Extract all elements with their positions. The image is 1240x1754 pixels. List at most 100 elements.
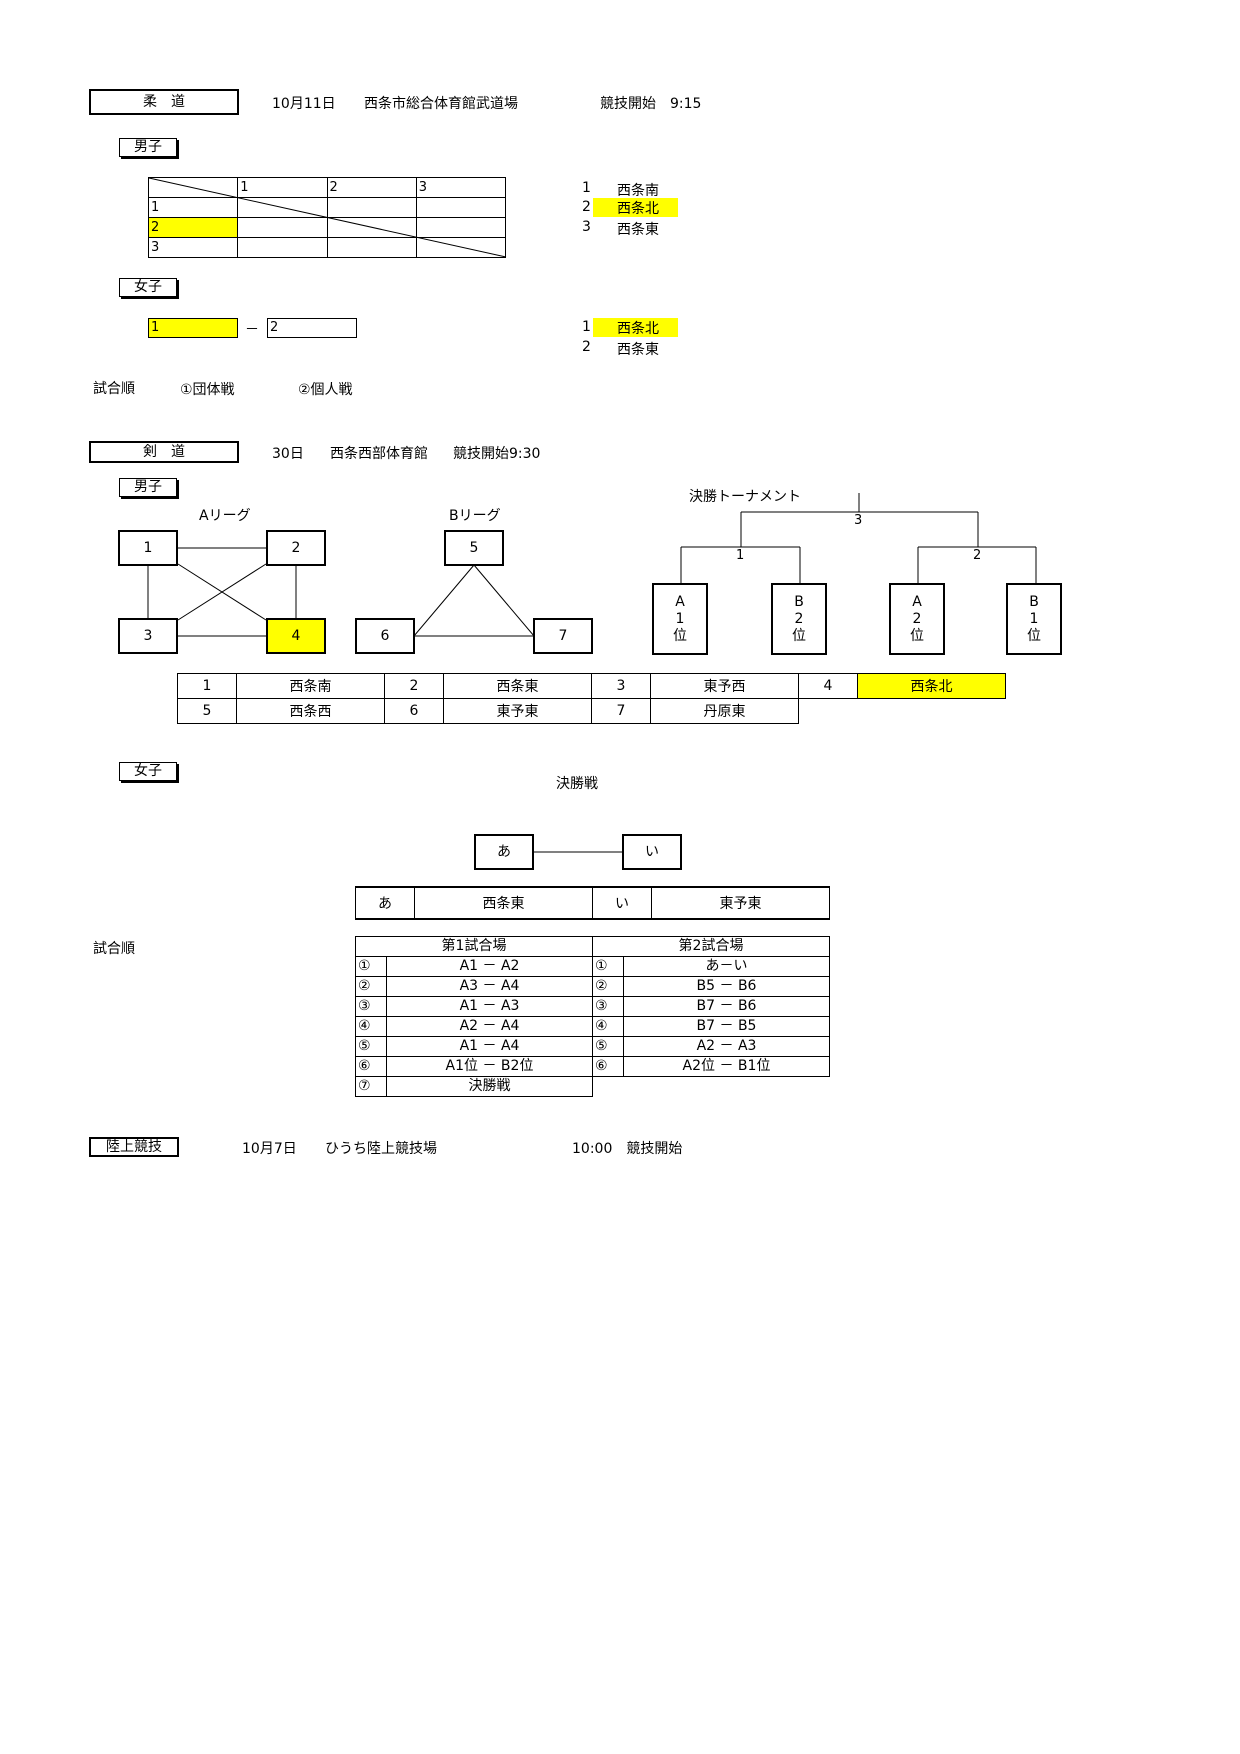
grid-cell bbox=[326, 237, 417, 258]
grid-row-header: 2 bbox=[147, 217, 239, 238]
judo-boys-grid: 1 2 3 1 2 3 bbox=[147, 177, 507, 258]
node-label: 2 bbox=[291, 540, 301, 556]
kendo-title-text: 剣 道 bbox=[143, 444, 185, 460]
judo-boys-team-no: 3 bbox=[582, 219, 591, 235]
grid-cell bbox=[237, 197, 328, 218]
kendo-title: 剣 道 bbox=[89, 441, 239, 463]
slot-line: 位 bbox=[673, 628, 687, 644]
athletics-venue: ひうち陸上競技場 bbox=[325, 1141, 437, 1157]
match-no: ① bbox=[355, 956, 387, 977]
a-league-node: 1 bbox=[118, 530, 178, 566]
node-label: 4 bbox=[291, 628, 301, 644]
judo-boys-team-no: 2 bbox=[582, 199, 591, 215]
judo-girls-left: 1 bbox=[148, 318, 238, 338]
slot-line: A bbox=[675, 594, 685, 610]
team-no: 3 bbox=[591, 673, 651, 699]
judo-girls-team-no: 2 bbox=[582, 339, 591, 355]
team-name: 丹原東 bbox=[650, 698, 799, 724]
empty-cell bbox=[592, 1076, 624, 1097]
match-pair: あ－い bbox=[623, 956, 830, 977]
judo-title: 柔 道 bbox=[89, 89, 239, 115]
a-league-node: 3 bbox=[118, 618, 178, 654]
tournament-match-no: 3 bbox=[854, 513, 863, 528]
grid-col-header: 2 bbox=[326, 177, 417, 198]
team-name: 西条東 bbox=[443, 673, 592, 699]
grid-row-header: 1 bbox=[147, 197, 239, 218]
kendo-order-label: 試合順 bbox=[93, 941, 135, 957]
kendo-start: 競技開始9:30 bbox=[453, 446, 541, 462]
a-league-node: 2 bbox=[266, 530, 326, 566]
athletics-title: 陸上競技 bbox=[89, 1137, 179, 1157]
match-pair: A1 － A2 bbox=[386, 956, 593, 977]
node-label: 7 bbox=[558, 628, 568, 644]
node-label: 3 bbox=[143, 628, 153, 644]
slot-line: 位 bbox=[910, 628, 924, 644]
b-league-node: 5 bbox=[444, 530, 504, 566]
court1-header: 第1試合場 bbox=[355, 936, 593, 957]
court2-header: 第2試合場 bbox=[592, 936, 830, 957]
match-no: ⑤ bbox=[592, 1036, 624, 1057]
node-label: あ bbox=[497, 844, 511, 860]
match-pair: B5 － B6 bbox=[623, 976, 830, 997]
node-label: 5 bbox=[469, 540, 479, 556]
empty-cell bbox=[623, 1076, 830, 1097]
match-pair: 決勝戦 bbox=[386, 1076, 593, 1097]
judo-date: 10月11日 bbox=[272, 96, 336, 112]
judo-girls-team-no: 1 bbox=[582, 319, 591, 335]
judo-boys-label: 男子 bbox=[119, 138, 177, 157]
kendo-date: 30日 bbox=[272, 446, 304, 462]
slot-line: B bbox=[1029, 594, 1039, 610]
tournament-slot: B 1 位 bbox=[1006, 583, 1062, 655]
kendo-final-label: 決勝戦 bbox=[556, 776, 598, 792]
kendo-venue: 西条西部体育館 bbox=[330, 446, 428, 462]
kendo-girls-team-table: あ 西条東 い 東予東 bbox=[355, 886, 830, 920]
slot-line: 1 bbox=[675, 611, 685, 627]
team-name: 西条東 bbox=[414, 886, 593, 920]
match-no: ② bbox=[355, 976, 387, 997]
final-node-b: い bbox=[622, 834, 682, 870]
grid-cell bbox=[415, 217, 507, 238]
judo-order-2: ②個人戦 bbox=[298, 382, 353, 398]
judo-girls-dash: － bbox=[245, 322, 259, 338]
team-no: 7 bbox=[591, 698, 651, 724]
grid-row-header: 3 bbox=[147, 237, 239, 258]
match-pair: B7 － B6 bbox=[623, 996, 830, 1017]
judo-girls-team-name: 西条北 bbox=[593, 318, 678, 337]
judo-girls-left-text: 1 bbox=[151, 320, 160, 335]
judo-boys-team-name: 西条東 bbox=[617, 222, 659, 238]
grid-cell bbox=[415, 237, 507, 258]
kendo-order-table: 第1試合場 第2試合場 ① A1 － A2 ① あ－い ② A3 － A4 ② … bbox=[355, 936, 830, 1097]
grid-col-header: 1 bbox=[237, 177, 328, 198]
b-league-node: 6 bbox=[355, 618, 415, 654]
athletics-start: 10:00 競技開始 bbox=[572, 1141, 683, 1157]
team-no: 6 bbox=[384, 698, 444, 724]
kendo-boys-label: 男子 bbox=[119, 478, 177, 497]
team-no: い bbox=[592, 886, 652, 920]
match-no: ② bbox=[592, 976, 624, 997]
match-pair: A2 － A3 bbox=[623, 1036, 830, 1057]
slot-line: 2 bbox=[794, 611, 804, 627]
empty-cell bbox=[858, 699, 1006, 724]
judo-order-1: ①団体戦 bbox=[180, 382, 235, 398]
a-league-title: Aリーグ bbox=[199, 508, 251, 524]
tournament-match-no: 2 bbox=[973, 548, 982, 563]
grid-cell bbox=[326, 197, 417, 218]
judo-boys-team-name: 西条北 bbox=[593, 198, 678, 217]
slot-line: 1 bbox=[1029, 611, 1039, 627]
kendo-girls-label: 女子 bbox=[119, 762, 177, 781]
grid-col-header: 3 bbox=[415, 177, 507, 198]
match-no: ① bbox=[592, 956, 624, 977]
grid-cell bbox=[326, 217, 417, 238]
match-no: ⑦ bbox=[355, 1076, 387, 1097]
slot-line: 位 bbox=[1027, 628, 1041, 644]
kendo-team-table: 1 西条南 2 西条東 3 東予西 4 西条北 5 西条西 6 東予東 7 丹原… bbox=[177, 673, 1006, 724]
tournament-slot: A 1 位 bbox=[652, 583, 708, 655]
team-no: 4 bbox=[798, 673, 858, 699]
slot-line: 位 bbox=[792, 628, 806, 644]
team-name: 東予東 bbox=[651, 886, 830, 920]
judo-girls-right-text: 2 bbox=[270, 320, 279, 335]
grid-cell bbox=[237, 237, 328, 258]
match-no: ⑤ bbox=[355, 1036, 387, 1057]
